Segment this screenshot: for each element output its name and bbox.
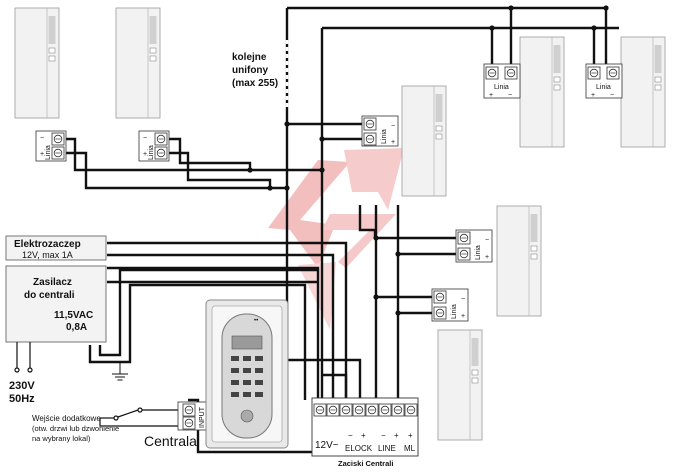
line-terminal-2: − + Linia xyxy=(138,130,170,162)
interphone-handset-6 xyxy=(496,205,542,317)
ground-icon xyxy=(112,362,128,381)
terminal-block-caption: Zaciski Centrali xyxy=(338,459,393,468)
power-supply-box: Zasilacz do centrali 11,5VAC 0,8A xyxy=(5,265,107,343)
line-terminal-label: Linia xyxy=(148,145,155,160)
line-terminal-label: Linia xyxy=(596,84,611,91)
panel-mark: •• xyxy=(254,318,258,324)
interphone-handset-1 xyxy=(14,7,60,119)
terminal-minus-label: − xyxy=(485,237,489,244)
line-terminal-4: Linia + − xyxy=(585,63,623,99)
psu-output-current: 0,8A xyxy=(66,322,87,333)
line-terminal-5: Linia − + xyxy=(361,115,399,147)
aux-input-terminal: INPUT xyxy=(177,401,209,431)
terminal-minus-label: − xyxy=(610,92,614,99)
aux-input-label: Wejście dodatkowe xyxy=(32,414,101,423)
terminal-plus-label: + xyxy=(461,313,465,320)
line-terminal-3: Linia + − xyxy=(483,63,521,99)
terminal-ml-label: ML xyxy=(404,444,416,453)
terminal-minus-label: − xyxy=(143,135,147,142)
interphone-handset-4 xyxy=(620,36,666,148)
svg-text:(max 255): (max 255) xyxy=(232,78,278,89)
terminal-line-label: LINE xyxy=(378,444,396,453)
mains-frequency: 50Hz xyxy=(9,393,35,405)
interphone-handset-7 xyxy=(437,329,483,441)
interphone-handset-3 xyxy=(519,36,565,148)
terminal-elock-plus: + xyxy=(361,431,366,440)
speaker-icon xyxy=(240,409,254,423)
interphone-handset-5 xyxy=(401,85,447,197)
line-terminal-label: Linia xyxy=(381,129,388,144)
terminal-ml-plus: + xyxy=(408,431,413,440)
line-terminal-6: Linia − + xyxy=(455,229,493,263)
line-terminal-1: − + Linia xyxy=(35,130,67,162)
terminal-elock-minus: − xyxy=(348,431,353,440)
bus-wiring xyxy=(65,6,619,454)
mains-input xyxy=(14,342,33,373)
terminal-minus-label: − xyxy=(508,92,512,99)
line-terminal-label: Linia xyxy=(475,245,482,260)
aux-input-switch-icon xyxy=(99,407,185,427)
terminal-minus-label: − xyxy=(391,123,395,130)
line-terminal-label: Linia xyxy=(494,84,509,91)
terminal-block: 12V~ − + ELOCK − + LINE + ML xyxy=(311,397,419,457)
terminal-12v-label: 12V~ xyxy=(315,440,339,451)
terminal-minus-label: − xyxy=(461,296,465,303)
svg-text:na wybrany lokal): na wybrany lokal) xyxy=(32,434,91,443)
keypad xyxy=(231,356,263,397)
terminal-line-minus: − xyxy=(381,431,386,440)
junction-dots xyxy=(247,5,609,316)
psu-output-voltage: 11,5VAC xyxy=(54,310,93,321)
extra-handsets-label: kolejne unifony (max 255) xyxy=(232,52,278,89)
terminal-minus-label: − xyxy=(40,135,44,142)
line-terminal-7: Linia − + xyxy=(431,288,469,322)
terminal-plus-label: + xyxy=(40,151,44,158)
door-release-spec: 12V, max 1A xyxy=(22,250,73,260)
interphone-handset-2 xyxy=(115,7,161,119)
terminal-line-plus: + xyxy=(394,431,399,440)
mains-voltage: 230V xyxy=(9,380,35,392)
svg-text:unifony: unifony xyxy=(232,65,269,76)
terminal-plus-label: + xyxy=(391,139,395,146)
svg-text:Zasilacz: Zasilacz xyxy=(33,277,72,288)
terminal-plus-label: + xyxy=(143,151,147,158)
svg-text:(otw. drzwi lub dzwonienie: (otw. drzwi lub dzwonienie xyxy=(32,424,119,433)
svg-text:do centrali: do centrali xyxy=(24,290,75,301)
terminal-plus-label: + xyxy=(485,254,489,261)
svg-text:INPUT: INPUT xyxy=(199,406,206,428)
line-terminal-label: Linia xyxy=(45,145,52,160)
terminal-plus-label: + xyxy=(489,92,493,99)
line-terminal-label: Linia xyxy=(451,304,458,319)
door-release-label: Elektrozaczep xyxy=(14,239,81,250)
svg-text:kolejne: kolejne xyxy=(232,52,267,63)
terminal-plus-label: + xyxy=(591,92,595,99)
panel-name: Centrala xyxy=(144,433,197,449)
terminal-elock-label: ELOCK xyxy=(345,444,373,453)
door-release-box: Elektrozaczep 12V, max 1A xyxy=(5,235,107,261)
entry-panel: •• xyxy=(205,299,289,449)
